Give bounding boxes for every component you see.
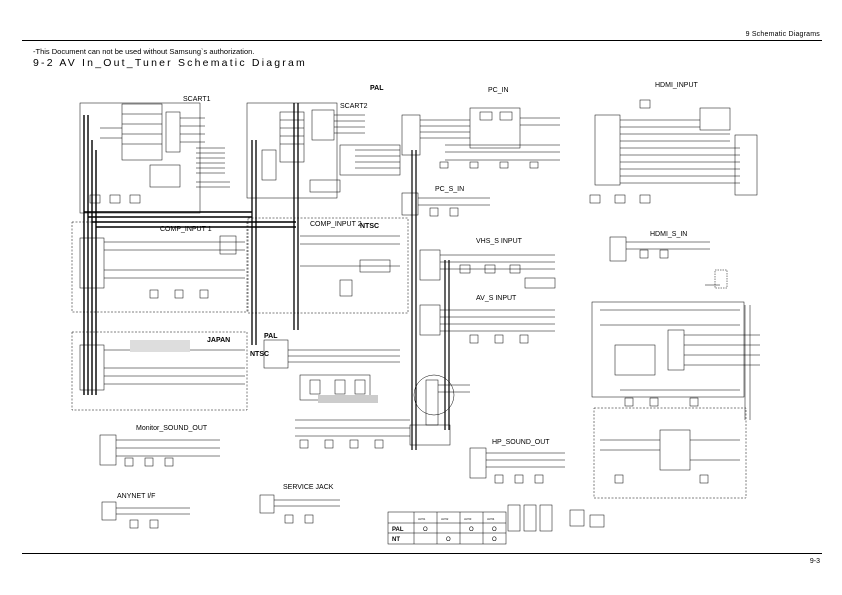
japan-label: JAPAN	[207, 337, 230, 344]
anynet-label: ANYNET I/F	[117, 493, 155, 500]
scart2-label: SCART2	[340, 103, 368, 110]
selector-ic	[413, 374, 470, 426]
center-switch-section	[263, 339, 451, 449]
scart1-section	[79, 102, 230, 214]
option-mark: O	[446, 537, 451, 543]
option-mark: O	[469, 527, 474, 533]
option-col-4: JA704	[487, 517, 495, 521]
anynet-section	[101, 501, 190, 529]
vhs-s-input-section	[419, 249, 556, 289]
pal-mid-label: PAL	[264, 333, 278, 340]
option-col-2: JA702	[441, 517, 449, 521]
scart2-section	[246, 102, 401, 199]
footer-rule	[22, 553, 822, 554]
monitor-sound-out-section	[99, 434, 220, 467]
monitor-sound-out-label: Monitor_SOUND_OUT	[136, 425, 208, 432]
comp-input-1-label: COMP_INPUT 1	[160, 226, 212, 233]
right-column-wires	[705, 284, 751, 420]
page-number: 9-3	[809, 558, 820, 565]
bottom-right-amp-section	[593, 407, 747, 499]
page-title: 9-2 AV In_Out_Tuner Schematic Diagram	[33, 57, 307, 69]
pc-s-in-section	[401, 192, 490, 217]
option-mark: O	[492, 537, 497, 543]
pal-top-label: PAL	[370, 85, 384, 92]
option-col-1: JA701	[418, 517, 426, 521]
ntsc-label-a: NTSC	[360, 223, 379, 230]
right-audio-section	[591, 301, 760, 407]
pc-in-label: PC_IN	[488, 87, 509, 94]
hp-sound-out-label: HP_SOUND_OUT	[492, 439, 550, 446]
service-jack-label: SERVICE JACK	[283, 484, 334, 491]
comp-input-2-label: COMP_INPUT 2	[310, 221, 362, 228]
hp-sound-out-section	[469, 447, 565, 484]
jack-modules	[507, 504, 605, 532]
pc-s-in-label: PC_S_IN	[435, 186, 464, 193]
av-s-input-section	[419, 304, 555, 344]
option-col-3: JA703	[464, 517, 472, 521]
vhs-s-input-label: VHS_S INPUT	[476, 238, 523, 245]
option-row-nt: NT	[392, 537, 400, 543]
option-table-grid	[387, 511, 507, 545]
service-jack-section	[259, 494, 340, 524]
option-mark: O	[423, 527, 428, 533]
hdmi-input-label: HDMI_INPUT	[655, 82, 699, 89]
hdmi-s-in-section	[609, 236, 728, 289]
japan-section	[71, 331, 248, 411]
scart1-label: SCART1	[183, 96, 211, 103]
header-rule	[22, 40, 822, 41]
pc-in-section	[401, 107, 560, 169]
ntsc-label-b: NTSC	[250, 351, 269, 358]
section-header: 9 Schematic Diagrams	[745, 31, 820, 38]
authorization-notice: -This Document can not be used without S…	[33, 47, 255, 56]
comp-input-2-section	[247, 217, 409, 314]
option-mark: O	[492, 527, 497, 533]
comp-input-1-section	[71, 221, 248, 313]
hdmi-s-in-label: HDMI_S_IN	[650, 231, 687, 238]
hdmi-input-section	[589, 99, 758, 204]
option-row-pal: PAL	[392, 527, 404, 533]
av-s-input-label: AV_S INPUT	[476, 295, 517, 302]
